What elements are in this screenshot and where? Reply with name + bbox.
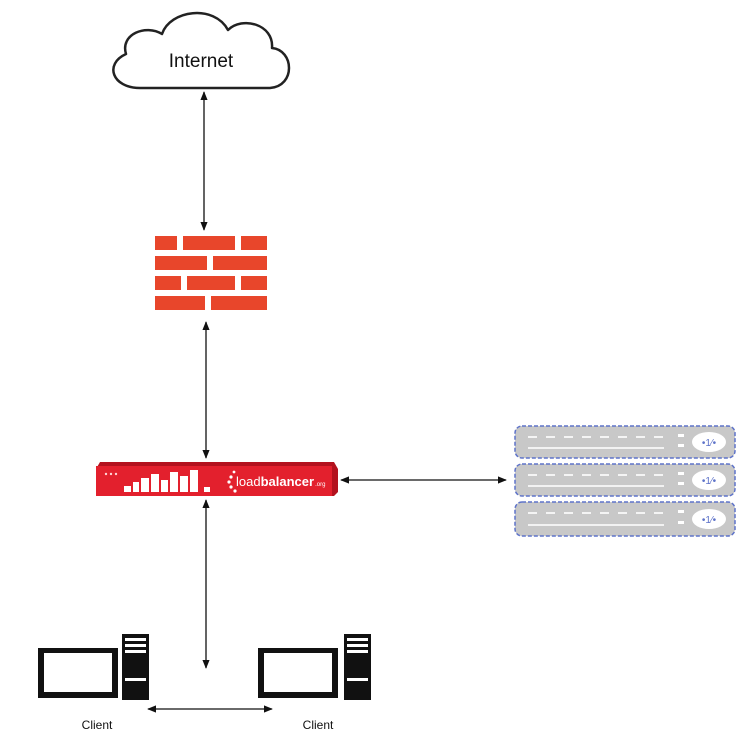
internet-label: Internet <box>168 51 234 72</box>
server-stack: •1⁄• •1⁄• •1⁄• <box>514 425 736 537</box>
load-balancer-brand: loadbalancer.org <box>236 474 325 489</box>
svg-text:•1⁄•: •1⁄• <box>702 438 717 449</box>
svg-text:•1⁄•: •1⁄• <box>702 476 717 487</box>
brand-bold: balancer <box>260 474 315 489</box>
firewall-brick-icon <box>155 236 267 310</box>
brand-suffix: .org <box>315 482 326 488</box>
brand-light: load <box>236 474 261 489</box>
client-right-label: Client <box>302 718 334 732</box>
client-computer-icon <box>38 634 149 700</box>
client-left-label: Client <box>81 718 113 732</box>
server-rack-icon: •1⁄• <box>514 425 736 459</box>
client-computer-icon <box>258 634 371 700</box>
server-rack-icon: •1⁄• <box>514 463 736 497</box>
server-rack-icon: •1⁄• <box>514 501 736 537</box>
load-balancer-logo-icon <box>227 470 237 493</box>
svg-text:•1⁄•: •1⁄• <box>702 515 717 526</box>
load-balancer-appliance <box>96 462 338 496</box>
internet-cloud-icon <box>112 12 291 90</box>
